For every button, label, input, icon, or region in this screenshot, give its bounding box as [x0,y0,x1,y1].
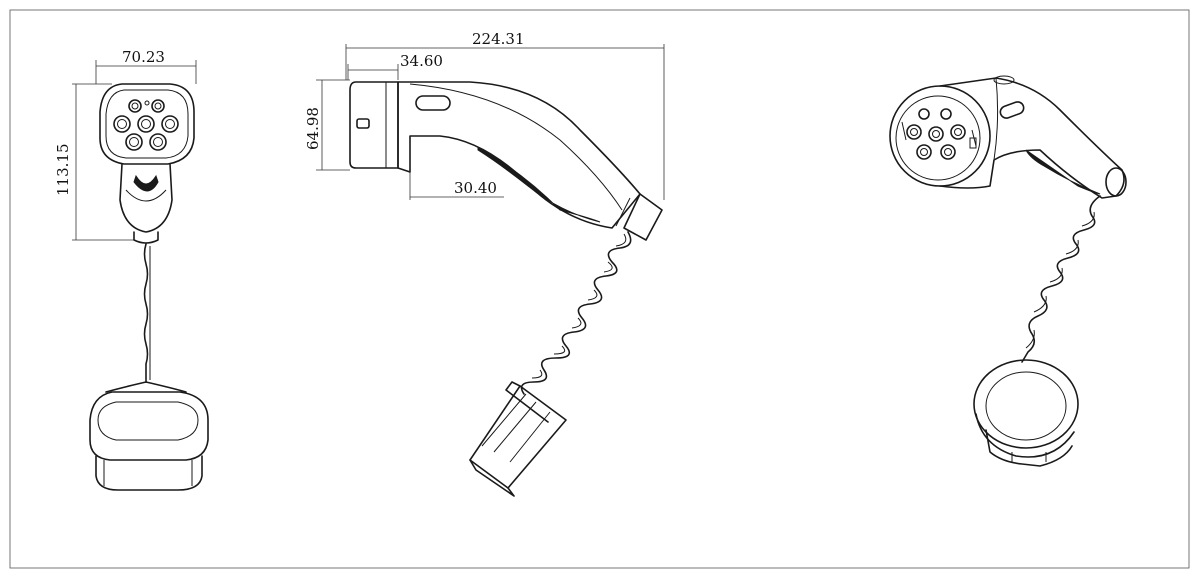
front-view: 70.23 113.15 [54,48,209,491]
side-rear-cap [623,193,663,241]
front-handle [119,163,173,233]
isometric-view [889,75,1127,467]
front-height-label: 113.15 [54,144,72,197]
iso-protective-cap [973,359,1079,467]
side-neck-dimension: 30.40 [409,168,504,200]
side-height-label: 64.98 [304,107,322,150]
iso-body [939,77,1125,199]
iso-grip-accent [1025,149,1101,195]
front-width-label: 70.23 [122,48,165,66]
side-neck-label: 30.40 [454,179,497,197]
drawing-border [9,9,1190,569]
front-protective-cap [89,381,209,491]
side-length-label: 224.31 [472,30,525,48]
side-body [397,81,641,229]
side-nose-label: 34.60 [400,52,443,70]
side-length-dimension: 224.31 [345,30,665,200]
iso-release-button [999,101,1025,119]
side-grip-accent [477,147,601,223]
side-view: 224.31 34.60 64.98 30.40 [304,30,665,497]
side-nose-dimension: 34.60 [347,52,443,80]
side-height-dimension: 64.98 [304,79,350,171]
side-nose-latch [356,118,370,129]
connector-pins [113,99,179,151]
side-protective-cap [469,381,567,497]
iso-tether-coil [1021,195,1101,363]
connector-head-outline [99,83,195,165]
side-release-button [415,95,451,111]
front-tether-cable [143,243,149,383]
front-width-dimension: 70.23 [95,48,197,84]
iso-pins [906,108,966,160]
iso-rear-cap [1105,167,1127,197]
side-tether-coil [520,231,632,395]
front-handle-grip [133,174,159,192]
front-height-dimension: 113.15 [54,83,134,241]
